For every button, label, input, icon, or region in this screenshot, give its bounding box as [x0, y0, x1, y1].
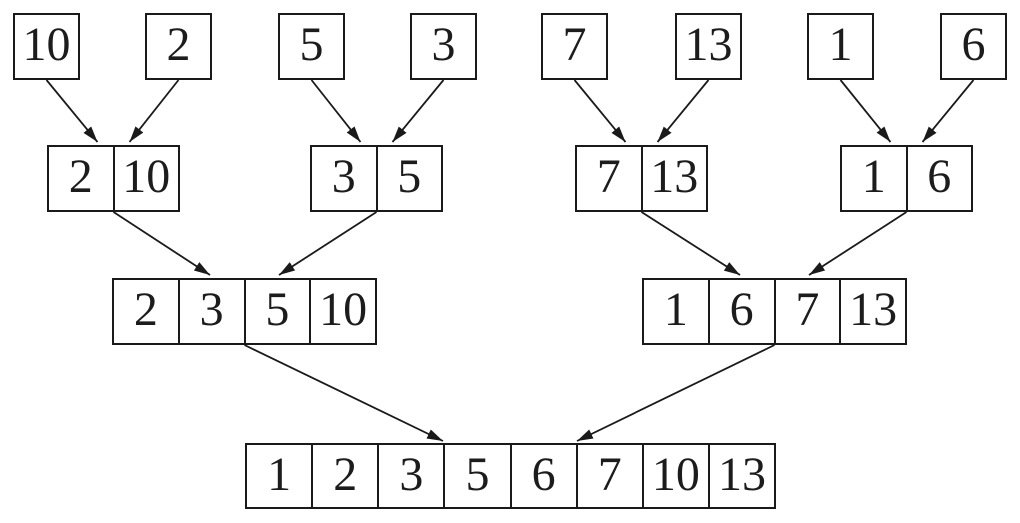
array-cell: 7	[596, 150, 621, 203]
array-box-single-5: 7	[541, 13, 608, 80]
array-cell: 7	[773, 280, 840, 343]
array-cell: 2	[166, 18, 191, 71]
array-cell: 1	[828, 18, 853, 71]
array-box-pair-1: 2 10	[47, 145, 180, 212]
array-box-pair-4: 1 6	[840, 145, 973, 212]
array-cell: 3	[331, 150, 356, 203]
arrow-7-to-pair3	[573, 79, 627, 143]
array-box-pair-2: 3 5	[310, 145, 443, 212]
array-box-single-8: 6	[940, 13, 1007, 80]
array-box-sorted-final: 1 2 3 5 6 7 10 13	[245, 443, 776, 509]
arrow-pair1-to-quad1	[113, 211, 211, 276]
array-cell: 10	[641, 445, 708, 507]
array-cell: 6	[905, 147, 972, 210]
array-box-single-1: 10	[13, 13, 80, 80]
array-cell: 7	[562, 18, 587, 71]
array-cell: 3	[431, 18, 456, 71]
arrow-quad1-to-final	[244, 344, 444, 442]
array-cell: 10	[22, 18, 71, 71]
array-cell: 7	[575, 445, 642, 507]
array-cell: 1	[861, 150, 886, 203]
array-box-single-3: 5	[278, 13, 345, 80]
array-cell: 13	[640, 147, 707, 210]
array-box-quad-2: 1 6 7 13	[642, 278, 907, 345]
array-cell: 10	[309, 280, 375, 343]
array-box-single-7: 1	[807, 13, 874, 80]
array-box-pair-3: 7 13	[575, 145, 708, 212]
array-cell: 5	[375, 147, 442, 210]
arrow-13-to-pair3	[656, 79, 710, 143]
arrow-pair4-to-quad2	[808, 211, 907, 276]
arrow-1-to-pair4	[839, 79, 892, 143]
array-cell: 1	[267, 447, 292, 501]
array-cell: 6	[961, 18, 986, 71]
array-cell: 5	[243, 280, 310, 343]
array-cell: 5	[443, 445, 509, 507]
array-cell: 5	[299, 18, 324, 71]
arrow-5-to-pair2	[310, 79, 362, 143]
array-cell: 10	[112, 147, 179, 210]
arrow-pair3-to-quad2	[641, 211, 741, 276]
array-cell: 13	[839, 280, 905, 343]
array-cell: 2	[311, 445, 377, 507]
array-box-single-2: 2	[145, 13, 212, 80]
array-cell: 13	[684, 18, 733, 71]
array-cell: 6	[509, 445, 576, 507]
array-box-single-4: 3	[410, 13, 477, 80]
arrow-3-to-pair2	[391, 79, 445, 143]
array-cell: 2	[68, 150, 93, 203]
arrow-pair2-to-quad1	[278, 211, 377, 276]
arrow-6-to-pair4	[921, 79, 975, 143]
array-cell: 1	[663, 283, 688, 336]
array-cell: 3	[177, 280, 244, 343]
array-box-single-6: 13	[675, 13, 742, 80]
arrow-2-to-pair1	[128, 79, 180, 143]
array-cell: 3	[377, 445, 443, 507]
array-cell: 6	[707, 280, 774, 343]
array-cell: 2	[133, 283, 158, 336]
arrow-quad2-to-final	[576, 344, 775, 442]
arrow-10-to-pair1	[45, 79, 99, 143]
array-cell: 13	[707, 445, 774, 507]
array-box-quad-1: 2 3 5 10	[112, 278, 377, 345]
